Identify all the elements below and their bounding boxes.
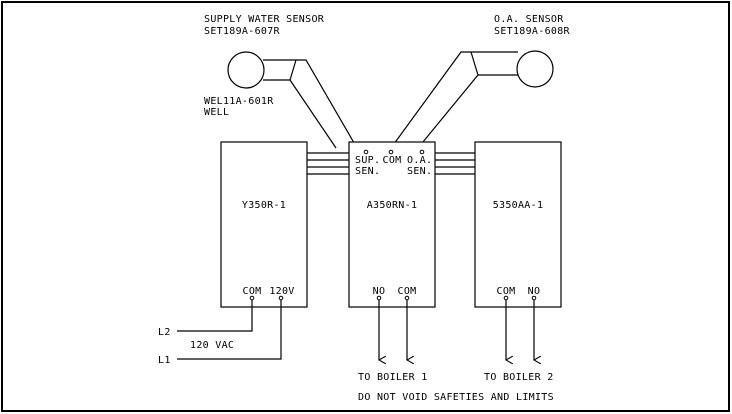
safety-note: DO NOT VOID SAFETIES AND LIMITS (358, 392, 554, 403)
oa-sensor: O.A. SENSOR SET189A-608R (390, 14, 571, 149)
module-center-term-com: COM (398, 286, 417, 297)
module-center-com: COM (383, 155, 402, 166)
right-bus (435, 152, 475, 175)
power-l2: L2 (158, 327, 171, 338)
module-center-oa2: SEN. (407, 166, 432, 177)
module-right-term-com: COM (497, 286, 516, 297)
module-5350aa: 5350AA-1 COM NO (474, 141, 562, 308)
well-part: WEL11A-601R (204, 96, 274, 107)
module-left-term-120v: 120V (269, 286, 294, 297)
power-voltage: 120 VAC (190, 340, 234, 351)
well-name: WELL (204, 107, 229, 118)
boiler-outputs: TO BOILER 1 TO BOILER 2 (358, 295, 554, 383)
boiler-2-label: TO BOILER 2 (484, 372, 554, 383)
module-right-label: 5350AA-1 (493, 200, 544, 211)
supply-sensor-part: SET189A-607R (204, 26, 281, 37)
module-y350r: Y350R-1 COM 120V (220, 141, 308, 308)
power-l1: L1 (158, 355, 171, 366)
module-a350rn: SUP. SEN. COM O.A. SEN. A350RN-1 NO COM (348, 141, 436, 308)
power-wiring: L2 L1 120 VAC (158, 295, 284, 366)
oa-sensor-part: SET189A-608R (494, 26, 571, 37)
supply-sensor-name: SUPPLY WATER SENSOR (204, 14, 325, 25)
module-center-sup2: SEN. (355, 166, 380, 177)
module-left-label: Y350R-1 (242, 200, 286, 211)
boiler-1-label: TO BOILER 1 (358, 372, 428, 383)
module-center-oa1: O.A. (407, 155, 432, 166)
module-center-sup1: SUP. (355, 155, 380, 166)
supply-water-sensor: SUPPLY WATER SENSOR SET189A-607R WEL11A-… (204, 14, 358, 149)
module-center-label: A350RN-1 (367, 200, 418, 211)
oa-sensor-name: O.A. SENSOR (494, 14, 564, 25)
module-left-term-com: COM (243, 286, 262, 297)
module-right-term-no: NO (528, 286, 541, 297)
module-center-term-no: NO (373, 286, 386, 297)
left-bus (307, 152, 349, 175)
